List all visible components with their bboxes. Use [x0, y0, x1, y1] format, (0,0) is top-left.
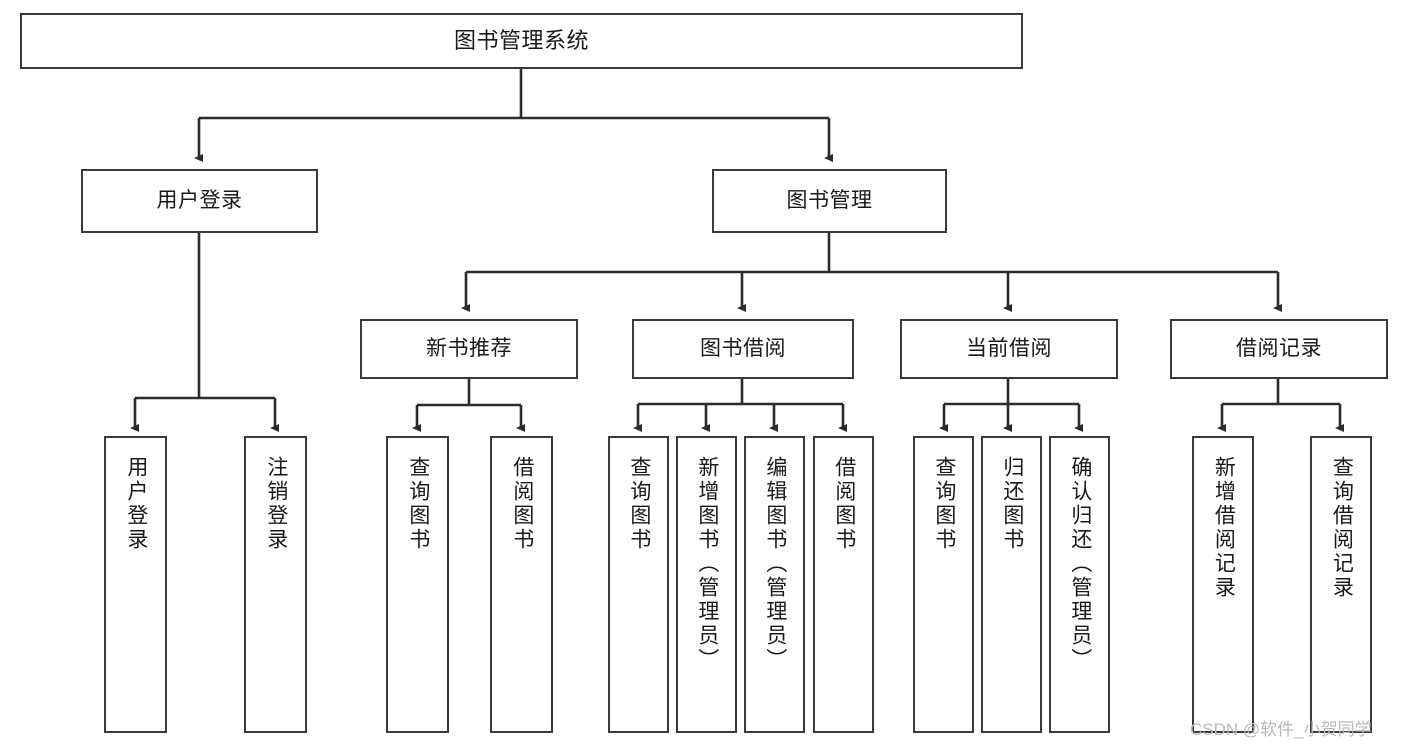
node-leaf-confirm-return-label: 确认归还（管理员）	[1068, 456, 1092, 672]
node-leaf-return-book[interactable]: 归还图书	[981, 436, 1042, 733]
node-new-book-recommend-label: 新书推荐	[426, 336, 512, 360]
node-leaf-confirm-return[interactable]: 确认归还（管理员）	[1049, 436, 1110, 733]
node-leaf-query-book-3[interactable]: 查询图书	[913, 436, 974, 733]
node-leaf-user-login-label: 用户登录	[124, 456, 148, 552]
node-leaf-borrow-book-1[interactable]: 借阅图书	[490, 436, 553, 733]
node-leaf-add-book[interactable]: 新增图书（管理员）	[676, 436, 737, 733]
node-leaf-query-book-2[interactable]: 查询图书	[608, 436, 669, 733]
node-leaf-borrow-book-1-label: 借阅图书	[510, 456, 534, 552]
node-leaf-borrow-book-2-label: 借阅图书	[832, 456, 856, 552]
node-leaf-add-book-label: 新增图书（管理员）	[695, 456, 719, 672]
node-current-borrow[interactable]: 当前借阅	[900, 319, 1118, 379]
node-leaf-user-login[interactable]: 用户登录	[104, 436, 167, 733]
node-leaf-query-book-2-label: 查询图书	[627, 456, 651, 552]
node-leaf-query-book-1-label: 查询图书	[406, 456, 430, 552]
node-current-borrow-label: 当前借阅	[966, 336, 1052, 360]
node-book-borrow-label: 图书借阅	[700, 336, 786, 360]
node-leaf-edit-book-label: 编辑图书（管理员）	[763, 456, 787, 672]
node-leaf-query-book-1[interactable]: 查询图书	[386, 436, 449, 733]
node-borrow-record[interactable]: 借阅记录	[1170, 319, 1388, 379]
node-borrow-record-label: 借阅记录	[1236, 336, 1322, 360]
node-leaf-add-record[interactable]: 新增借阅记录	[1192, 436, 1254, 733]
node-leaf-edit-book[interactable]: 编辑图书（管理员）	[744, 436, 805, 733]
node-leaf-query-record-label: 查询借阅记录	[1330, 456, 1354, 600]
node-leaf-query-record[interactable]: 查询借阅记录	[1310, 436, 1372, 733]
node-leaf-return-book-label: 归还图书	[1000, 456, 1024, 552]
node-root[interactable]: 图书管理系统	[20, 13, 1023, 69]
node-leaf-logout-label: 注销登录	[264, 456, 288, 552]
node-leaf-query-book-3-label: 查询图书	[932, 456, 956, 552]
node-leaf-logout[interactable]: 注销登录	[244, 436, 307, 733]
node-book-manage-label: 图书管理	[786, 188, 873, 212]
node-user-login[interactable]: 用户登录	[81, 169, 318, 233]
node-user-login-label: 用户登录	[156, 188, 243, 212]
node-book-borrow[interactable]: 图书借阅	[632, 319, 854, 379]
node-root-label: 图书管理系统	[453, 28, 589, 54]
node-new-book-recommend[interactable]: 新书推荐	[360, 319, 578, 379]
node-leaf-add-record-label: 新增借阅记录	[1212, 456, 1236, 600]
node-leaf-borrow-book-2[interactable]: 借阅图书	[813, 436, 874, 733]
csdn-watermark: CSDN @软件_小贺同学	[1190, 720, 1372, 739]
node-book-manage[interactable]: 图书管理	[712, 169, 947, 233]
